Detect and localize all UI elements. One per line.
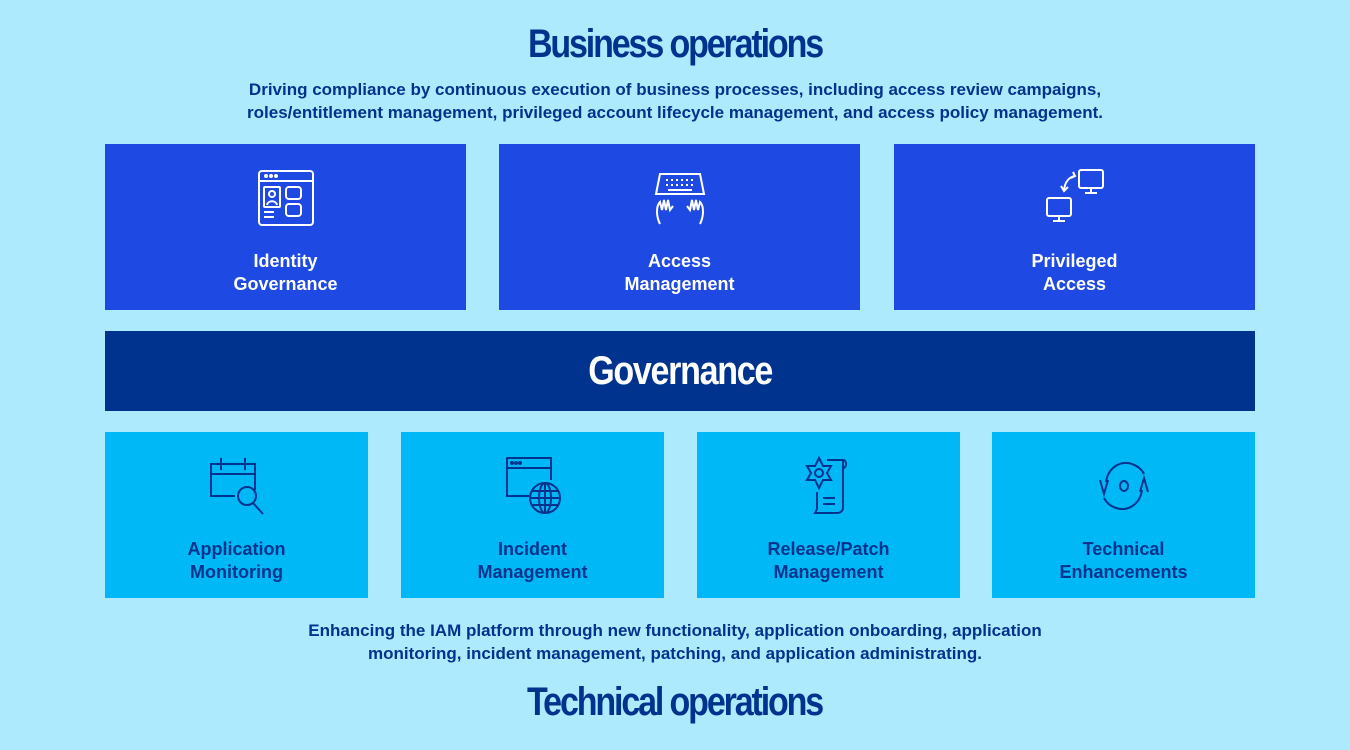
governance-banner: Governance (105, 331, 1255, 411)
refresh-cycle-icon (1098, 462, 1149, 510)
card-label: Release/Patch (767, 539, 890, 559)
card-label: Access (1042, 274, 1107, 294)
card-label: Management (477, 562, 588, 582)
card-label: Management (624, 274, 735, 294)
business-operations-title: Business operations (527, 22, 824, 66)
business-operations-description: Driving compliance by continuous executi… (0, 78, 1350, 124)
browser-globe-icon (505, 457, 561, 514)
description-line: monitoring, incident management, patchin… (368, 644, 982, 663)
card-label: Enhancements (1059, 562, 1188, 582)
card-label: Incident (497, 539, 567, 559)
card-label: Management (773, 562, 884, 582)
card-label: Access (647, 251, 712, 271)
card-label: Monitoring (190, 562, 283, 582)
card-label: Technical (1082, 539, 1165, 559)
card-label: Privileged (1031, 251, 1118, 271)
description-line: roles/entitlement management, privileged… (247, 103, 1103, 122)
card-label: Identity (253, 251, 318, 271)
calendar-search-icon (209, 458, 264, 515)
technical-operations-description: Enhancing the IAM platform through new f… (0, 619, 1350, 665)
certificate-scroll-icon (804, 455, 847, 514)
description-line: Driving compliance by continuous executi… (248, 80, 1102, 99)
description-line: Enhancing the IAM platform through new f… (308, 621, 1042, 640)
technical-operations-title: Technical operations (527, 680, 824, 724)
computer-exchange-icon (1045, 169, 1104, 222)
card-label: Application (187, 539, 286, 559)
keyboard-hands-icon (654, 173, 705, 225)
card-label: Governance (233, 274, 338, 294)
identity-profile-icon (257, 170, 314, 226)
